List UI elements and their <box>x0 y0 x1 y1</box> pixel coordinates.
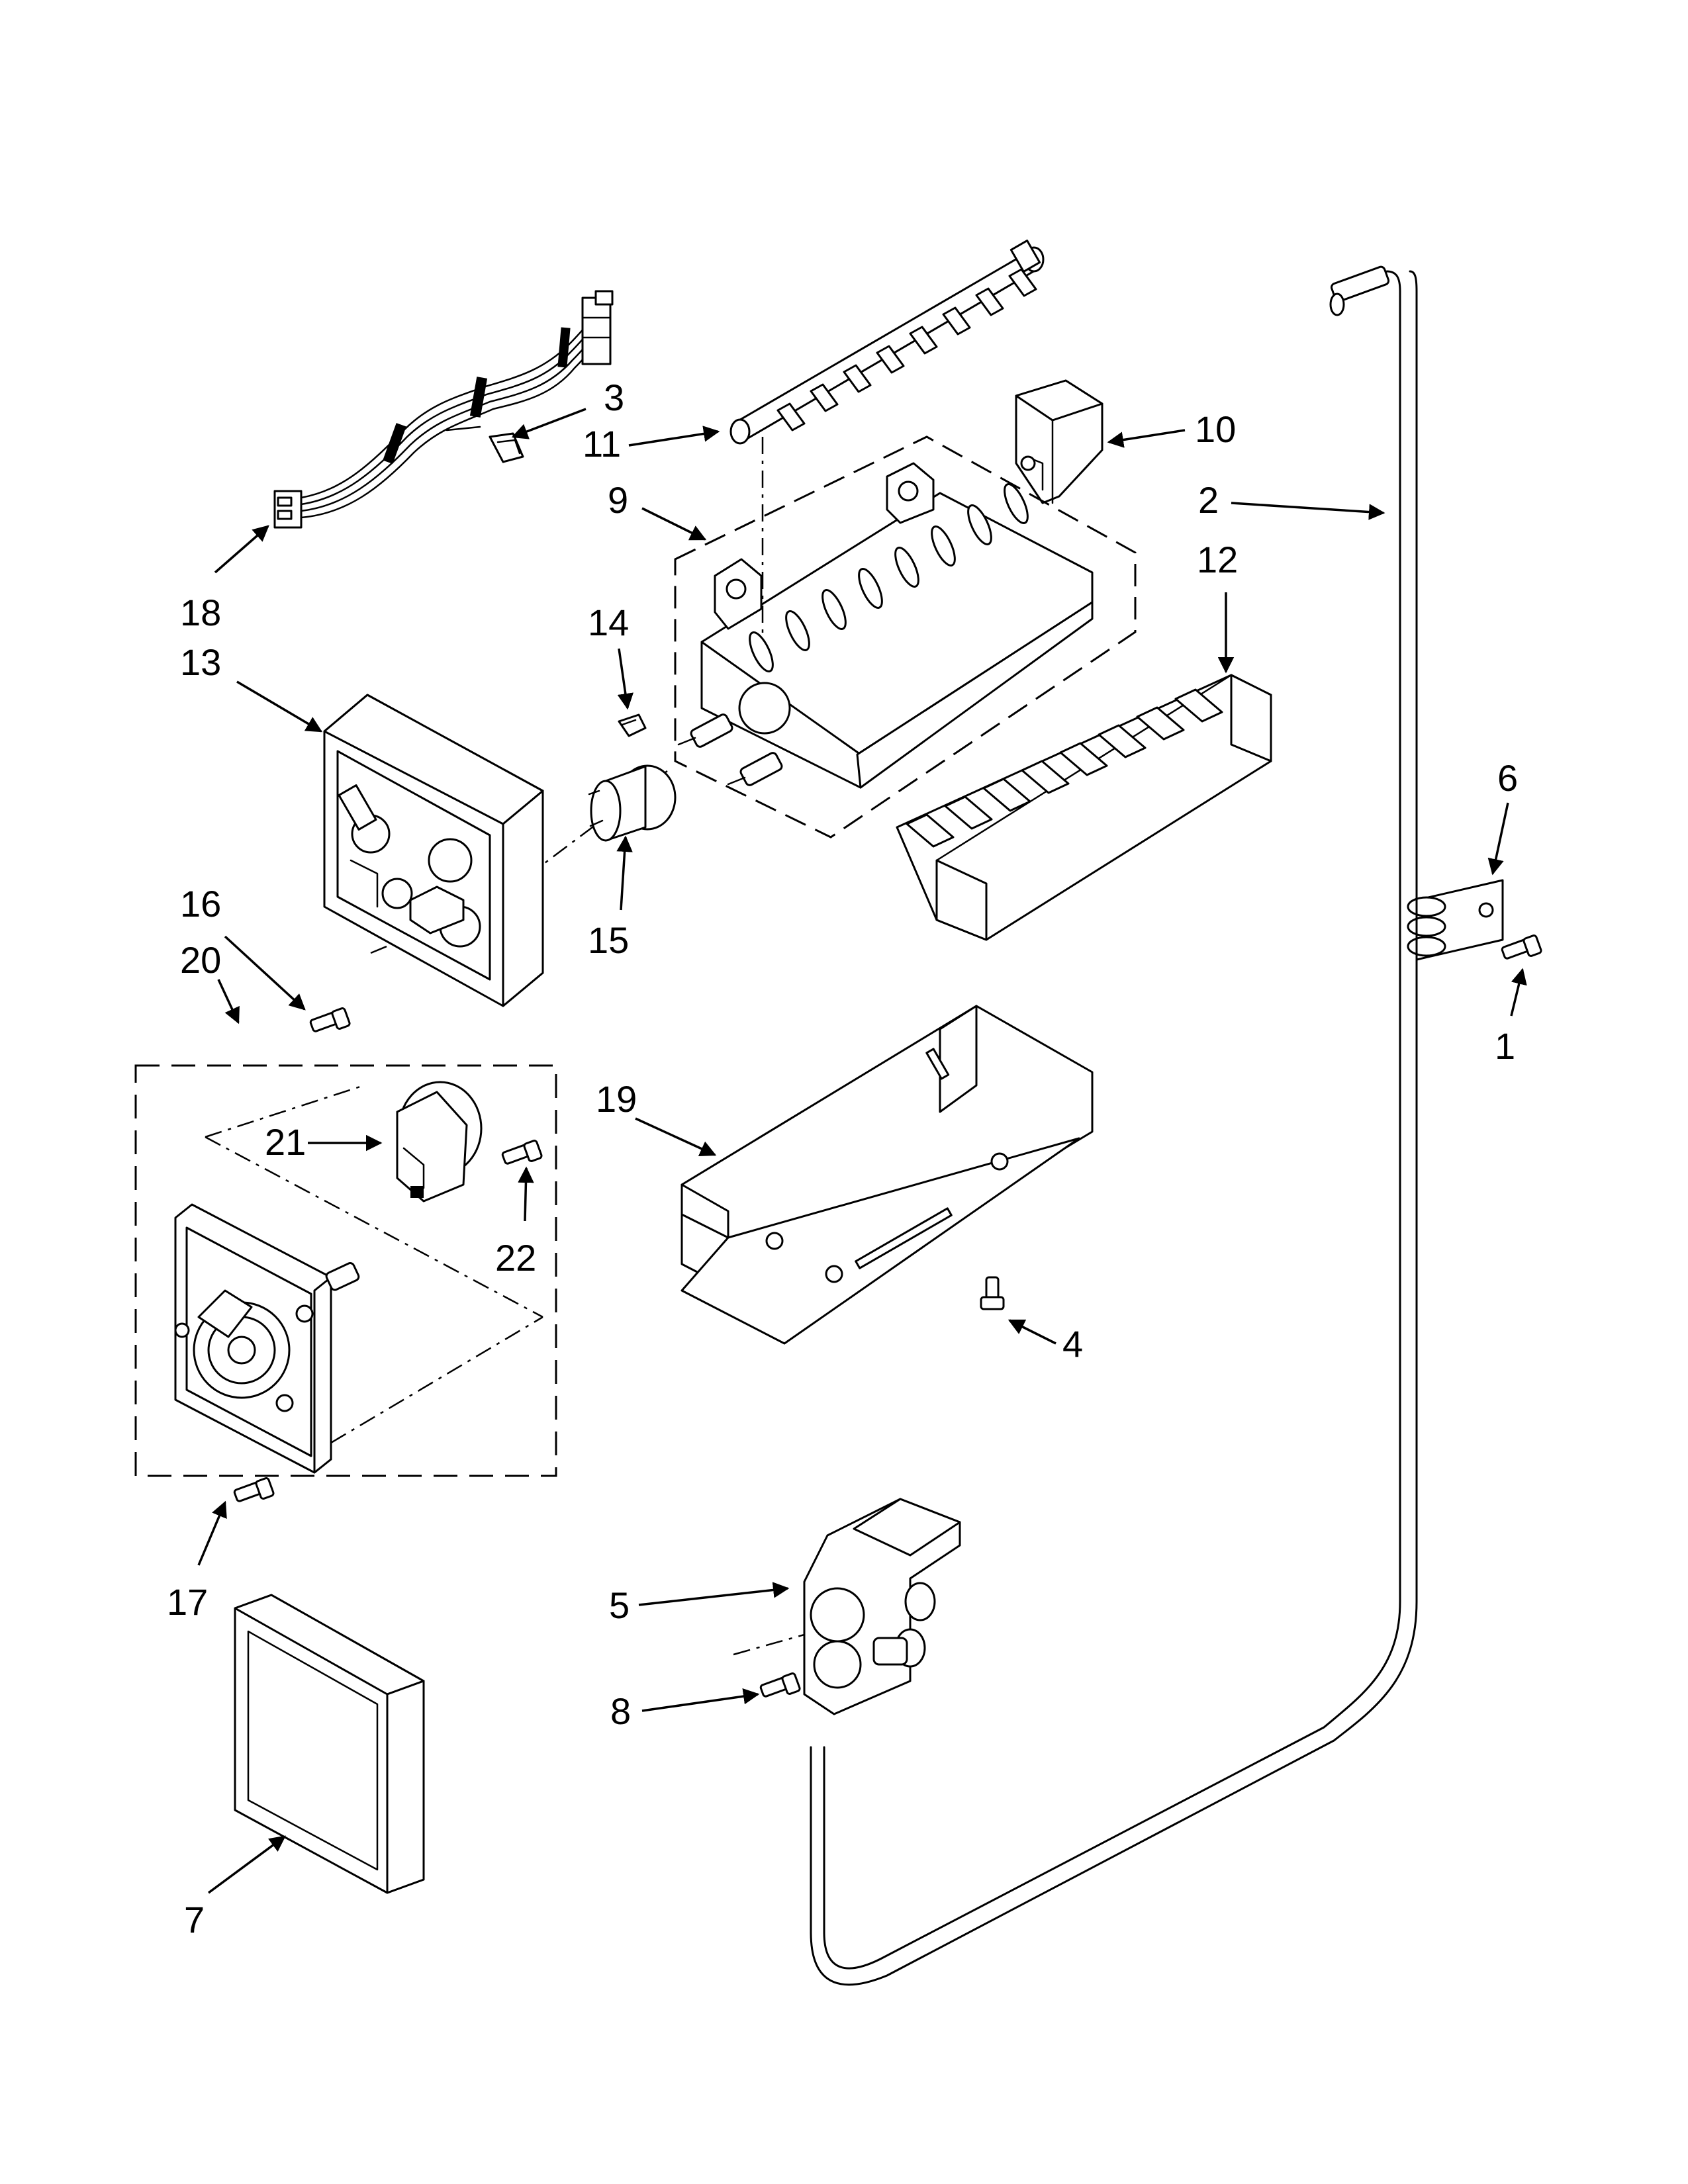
mold-cup <box>785 610 810 651</box>
screw-part-1 <box>1501 934 1542 960</box>
callout-21: 21 <box>265 1121 306 1163</box>
screw-part-8 <box>733 1633 805 1698</box>
cover-part-7 <box>234 1594 425 1894</box>
stripper-fin <box>982 778 1031 812</box>
stripper-fin <box>1174 688 1223 723</box>
ejector-blade <box>1008 268 1037 297</box>
mold-cup <box>858 568 883 609</box>
callout-5: 5 <box>609 1584 630 1626</box>
callout-20: 20 <box>180 939 221 981</box>
ejector-blade <box>909 326 938 355</box>
callout-10: 10 <box>1195 408 1236 450</box>
screw-part-17 <box>233 1477 275 1502</box>
ejector-blade <box>810 383 839 412</box>
callout-14: 14 <box>588 602 629 643</box>
ice-mold-part-9 <box>674 435 1137 839</box>
ejector-blade <box>942 306 971 336</box>
mold-cup <box>967 504 992 545</box>
callout-22: 22 <box>495 1237 536 1279</box>
callout-4: 4 <box>1062 1323 1083 1365</box>
ejector-blade <box>975 287 1004 316</box>
clip-part-14 <box>618 713 647 737</box>
mold-cup <box>931 525 956 567</box>
callout-7: 7 <box>184 1899 205 1940</box>
stripper-fin <box>1021 760 1070 794</box>
callout-12: 12 <box>1197 539 1238 580</box>
callout-1: 1 <box>1495 1025 1515 1067</box>
stripper-fin <box>944 796 993 830</box>
mold-cup <box>894 547 919 588</box>
stripper-fin <box>906 813 955 848</box>
thermostat-part-15 <box>588 764 677 842</box>
water-fill-tube-part-2 <box>810 265 1418 1986</box>
callout-19: 19 <box>596 1078 637 1120</box>
screw-part-4 <box>980 1276 1005 1310</box>
callout-15: 15 <box>588 919 629 961</box>
callout-17: 17 <box>167 1581 208 1623</box>
callout-11: 11 <box>583 423 621 465</box>
control-module-assembly-part-20 <box>134 1064 557 1477</box>
ice-stripper-part-12 <box>896 674 1272 941</box>
mold-cup <box>821 589 847 630</box>
ejector-blade <box>843 364 872 393</box>
ejector-blade <box>876 345 905 374</box>
wire-harness-part-18 <box>273 290 614 529</box>
callouts: 1 2 3 4 5 6 7 8 9 10 11 12 13 <box>167 377 1527 1940</box>
screw-part-16 <box>309 1007 351 1032</box>
stripper-fin <box>1098 724 1147 758</box>
mounting-bracket-part-19 <box>680 1005 1094 1345</box>
motor-part-21 <box>396 1081 483 1203</box>
mold-cup <box>749 631 774 672</box>
control-module-housing-part-13 <box>323 694 544 1007</box>
callout-18: 18 <box>180 592 221 633</box>
screw-part-22 <box>501 1140 543 1165</box>
callout-2: 2 <box>1198 479 1219 521</box>
stripper-fin <box>1059 742 1108 776</box>
ejector-assembly-part-11 <box>729 240 1045 445</box>
callout-8: 8 <box>610 1690 631 1732</box>
module-base-plate <box>174 1203 360 1474</box>
callout-13: 13 <box>180 641 221 683</box>
bracket-part-6 <box>1407 879 1504 961</box>
water-valve-part-5 <box>803 1498 961 1715</box>
stripper-fin <box>1136 706 1185 741</box>
callout-3: 3 <box>604 377 624 418</box>
harness-clip-part-3 <box>489 432 524 463</box>
callout-16: 16 <box>180 883 221 925</box>
ejector-blade <box>776 402 806 432</box>
mold-shield-part-10 <box>1015 379 1103 504</box>
mold-cup <box>1004 483 1029 524</box>
callout-6: 6 <box>1497 757 1518 799</box>
callout-9: 9 <box>608 479 628 521</box>
